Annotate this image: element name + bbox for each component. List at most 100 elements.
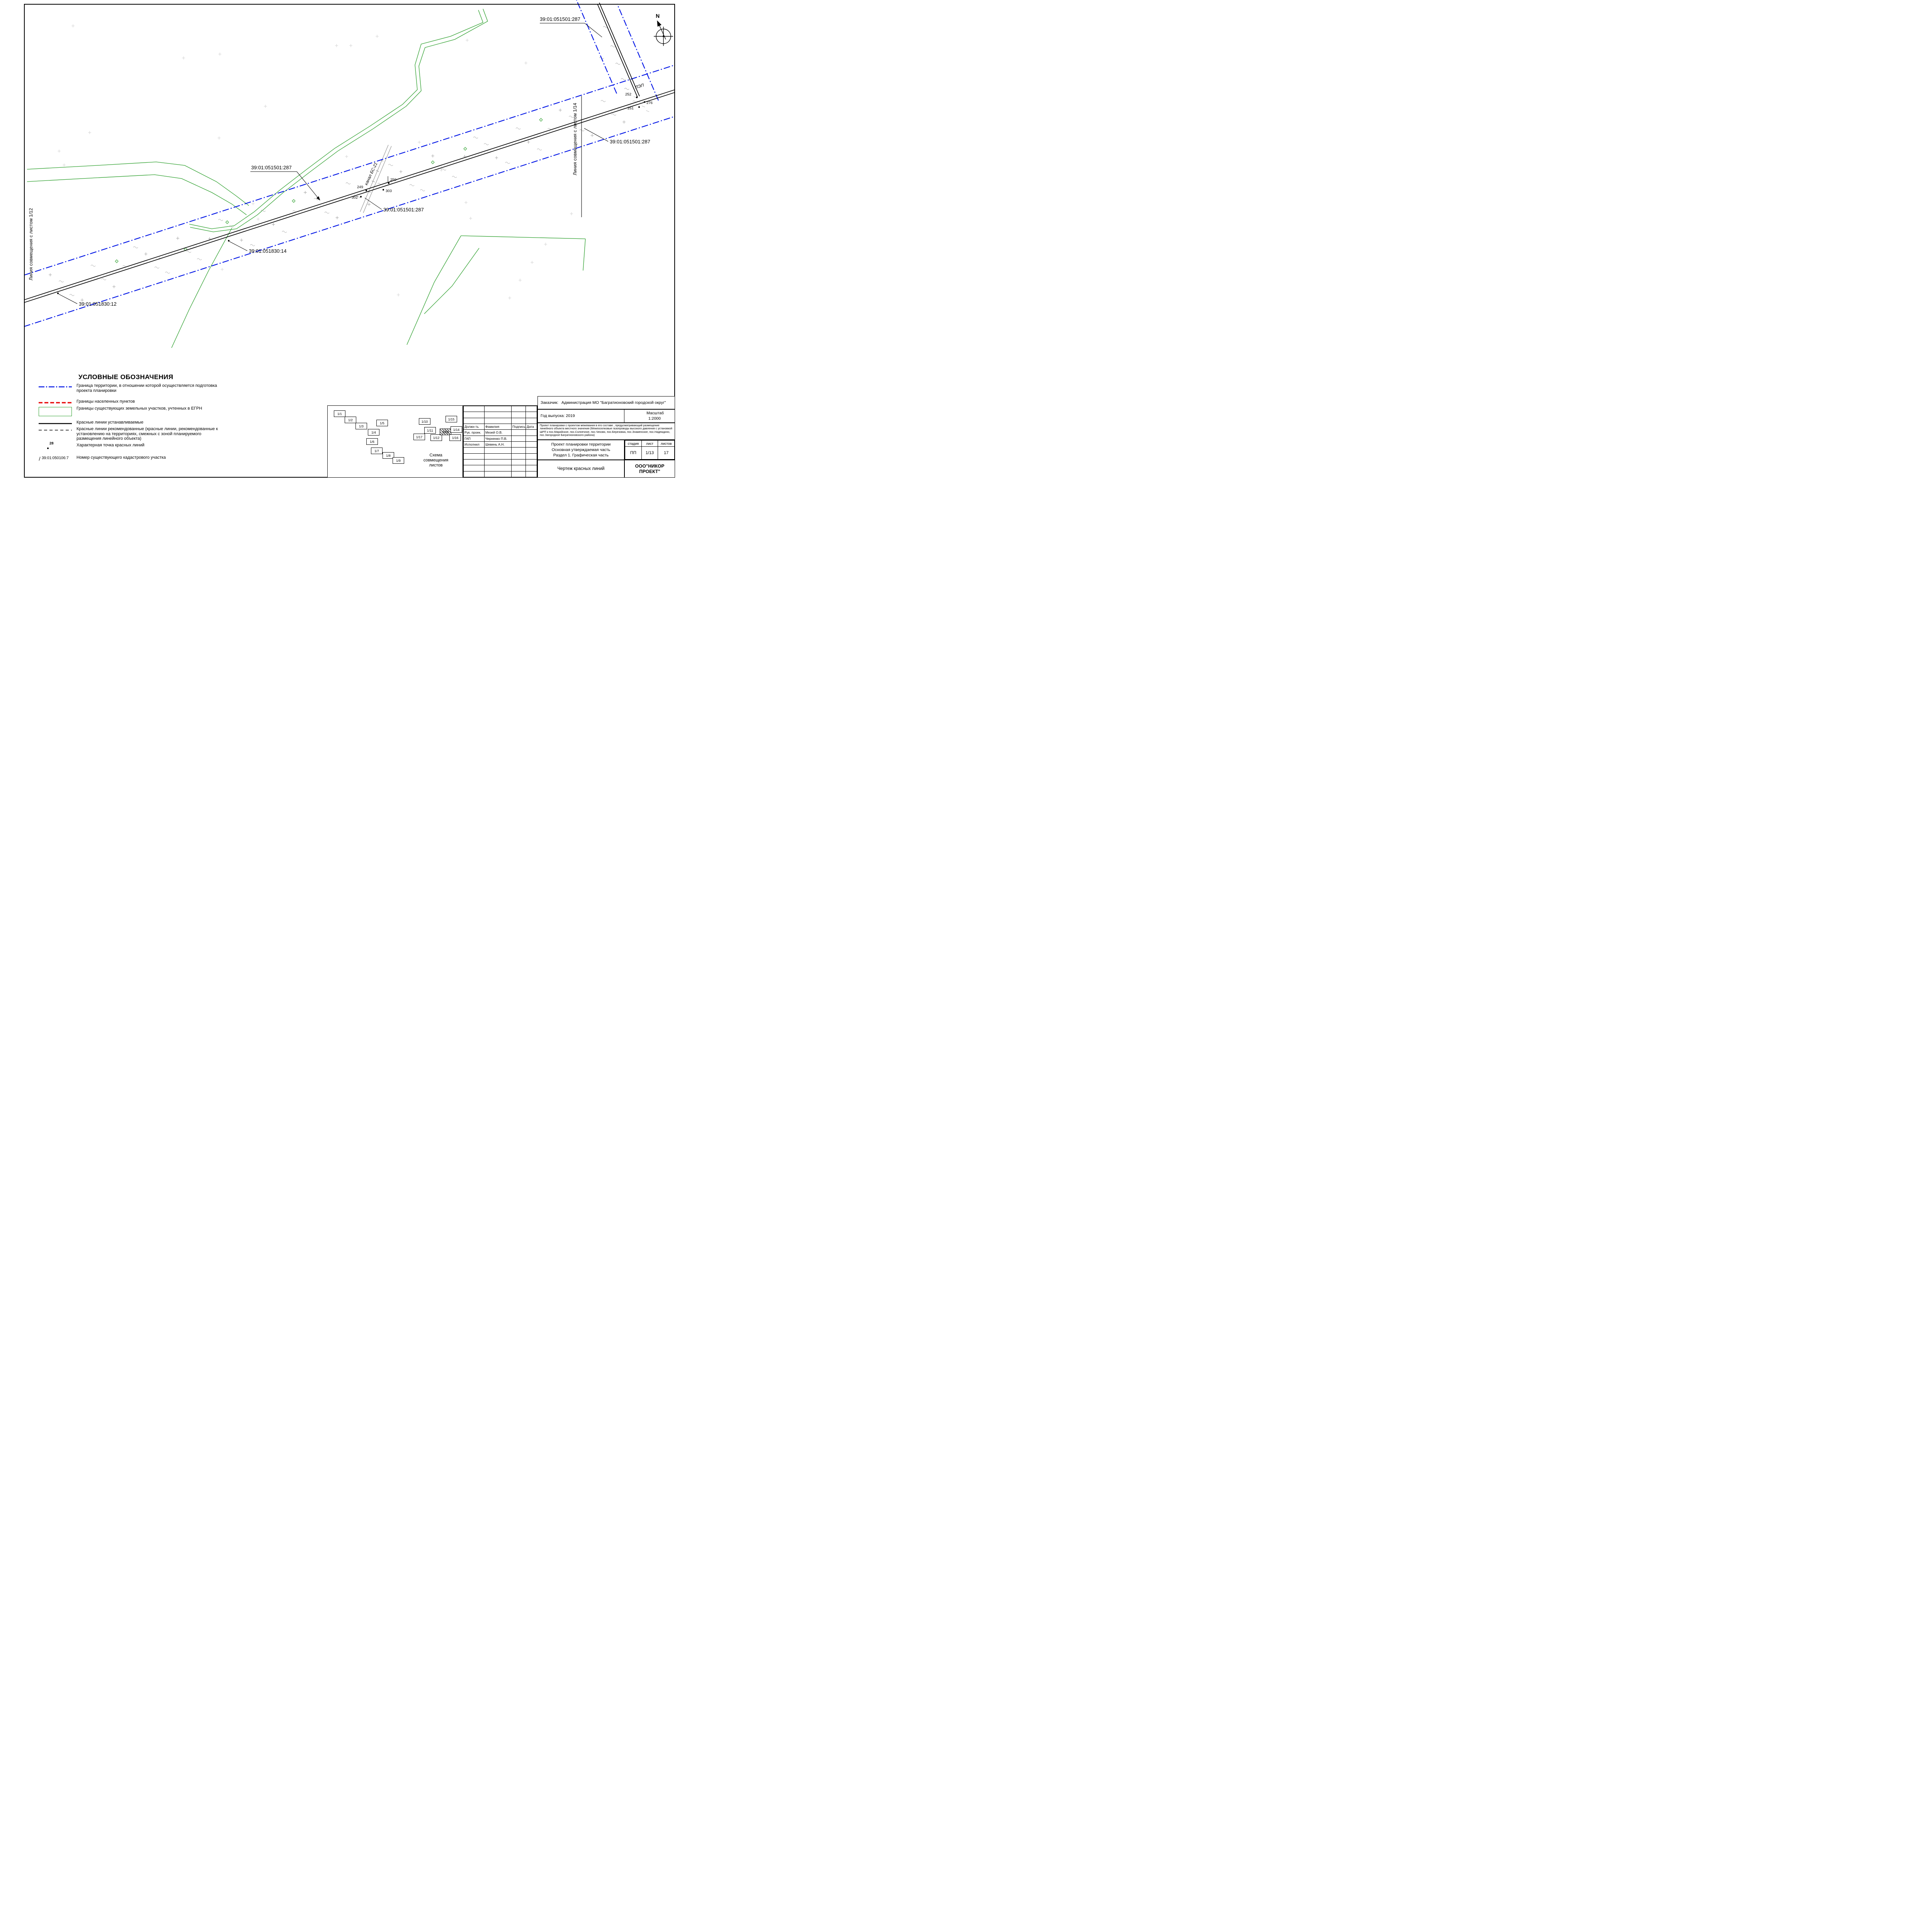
- stage-value-row: ПП 1/13 17: [625, 446, 675, 460]
- scheme-sheet-1-1: 1/1: [334, 410, 345, 417]
- legend-item-settlement-boundary: Границы населенных пунктов: [39, 399, 221, 407]
- staff-empty-row: [463, 465, 537, 471]
- project-description: Проект планировки с проектом межевания в…: [537, 423, 675, 440]
- legend-item-label: Характерная точка красных линий: [77, 443, 145, 448]
- green-parcel-rect-icon: [39, 406, 77, 416]
- point-label-276: 276: [646, 101, 653, 105]
- legend-item-cadastral-number: 39:01:050106:7 Номер существующего кадас…: [39, 455, 221, 461]
- scheme-sheet-1-8: 1/8: [383, 452, 394, 459]
- staff-header-date: Дата: [526, 423, 537, 430]
- cadastral-number-sample: 39:01:050106:7: [42, 456, 69, 460]
- scale-box: [624, 410, 675, 422]
- scheme-sheet-1-17: 1/17: [413, 434, 425, 440]
- sheet-header: лист: [641, 440, 658, 447]
- year-text: Год выпуска: 2019: [541, 414, 575, 418]
- year-label: Год выпуска:: [541, 414, 565, 418]
- scheme-sheet-1-11: 1/11: [424, 427, 436, 434]
- point-label-303: 303: [386, 189, 392, 193]
- scheme-sheet-1-2: 1/2: [345, 417, 356, 423]
- scheme-sheet-1-9: 1/9: [393, 457, 404, 464]
- point-dot-icon: [47, 448, 49, 449]
- sheets-header: листов: [658, 440, 675, 447]
- map-labels: 39:01:051501:287 39:01:051501:287 39:01:…: [28, 16, 653, 307]
- staff-header-name: Фамилия: [484, 423, 512, 430]
- drawing-sheet: 39:01:051501:287 39:01:051501:287 39:01:…: [0, 0, 678, 480]
- cadastral-number-icon: 39:01:050106:7: [39, 455, 77, 461]
- customer-row: Заказчик: Администрация МО "Багратионовс…: [537, 396, 675, 409]
- scale-label: Масштаб: [646, 411, 664, 415]
- black-solid-line-icon: [39, 420, 77, 428]
- staff-name: Шевень А.Н.: [484, 441, 512, 448]
- customer-label: Заказчик:: [541, 400, 559, 405]
- leader-lines: [58, 23, 609, 304]
- legend-item-red-lines-recommended: Красные линии рекомендованные (красные л…: [39, 427, 221, 441]
- power-line-label: ЛЭП: [634, 83, 645, 90]
- branch-terrain-marks: [599, 26, 650, 112]
- staff-row: Рук. проек. Мезей О.В.: [463, 429, 537, 436]
- staff-row: Исполнил Шевень А.Н.: [463, 441, 537, 448]
- black-dashed-line-icon: [39, 427, 77, 435]
- scheme-sheet-1-10: 1/10: [419, 418, 430, 425]
- blue-dashdot-line-icon: [39, 383, 77, 391]
- terrain-marks: [49, 24, 638, 302]
- scheme-caption: Схема совмещения листов: [423, 453, 449, 468]
- legend-item-label: Границы существующих земельных участков,…: [77, 406, 202, 411]
- vegetation-marks: [115, 118, 543, 263]
- staff-empty-row: [463, 405, 537, 412]
- staff-table-grid: Должн-ть Фамилия Подпись Дата Рук. проек…: [463, 405, 537, 478]
- scheme-sheet-1-14: 1/14: [451, 426, 462, 433]
- sheets-total: 17: [658, 446, 675, 460]
- scheme-sheet-1-13-current: 1/13: [440, 429, 451, 435]
- parcel-label-287-right: 39:01:051501:287: [610, 139, 650, 145]
- scheme-sheet-1-5: 1/5: [376, 420, 388, 426]
- stage-header-row: стадия лист листов: [625, 440, 675, 447]
- parcel-label-051830-14: 39:01:051830:14: [249, 248, 287, 254]
- parcel-label-287-top: 39:01:051501:287: [540, 16, 580, 22]
- canal-lines: [360, 145, 392, 213]
- staff-empty-row: [463, 447, 537, 454]
- stage-table: стадия лист листов ПП 1/13 17: [624, 440, 675, 460]
- point-label-250: 250: [390, 178, 396, 182]
- staff-name: Черненко П.В.: [484, 435, 512, 442]
- legend-item-characteristic-point: 28 Характерная точка красных линий: [39, 441, 221, 451]
- scheme-sheet-1-15: 1/15: [446, 416, 457, 422]
- scheme-sheet-1-3: 1/3: [355, 423, 367, 429]
- stage-header: стадия: [625, 440, 642, 447]
- scheme-sheet-1-16: 1/16: [449, 434, 461, 441]
- staff-header-row: Должн-ть Фамилия Подпись Дата: [463, 423, 537, 430]
- staff-role: Рук. проек.: [463, 429, 485, 436]
- red-lines: [24, 2, 675, 303]
- scale-value: 1:2000: [648, 416, 661, 421]
- stage-value: ПП: [625, 446, 642, 460]
- scheme-sheet-1-12: 1/12: [430, 434, 442, 441]
- planning-boundary-lines: [24, 0, 675, 327]
- sheet-number: 1/13: [641, 446, 658, 460]
- customer-value: Администрация МО "Багратионовский городс…: [561, 400, 666, 405]
- parcel-boundary-lines: [27, 9, 586, 348]
- staff-empty-row: [463, 471, 537, 478]
- legend-item-label: Границы населенных пунктов: [77, 399, 135, 404]
- parcel-label-051830-12: 39:01:051830:12: [79, 301, 117, 307]
- sheet-scheme: 1/1 1/2 1/3 1/4 1/5 1/6 1/7 1/8 1/9 1/10…: [327, 405, 463, 478]
- staff-empty-row: [463, 412, 537, 418]
- parcel-label-287-mid: 39:01:051501:287: [251, 165, 292, 170]
- company-name: ООО"НИКОР ПРОЕКТ": [624, 460, 675, 478]
- staff-empty-row: [463, 459, 537, 466]
- project-title: Проект планировки территории Основная ут…: [537, 440, 624, 460]
- legend-item-red-lines-set: Красные линии устанавливаемые: [39, 420, 221, 428]
- scheme-sheet-1-4: 1/4: [368, 429, 379, 436]
- legend-item-label: Граница территории, в отношении которой …: [77, 383, 217, 393]
- staff-header-signature: Подпись: [511, 423, 526, 430]
- staff-empty-row: [463, 453, 537, 460]
- north-arrow: N: [654, 13, 673, 46]
- project-title-line1: Проект планировки территории: [551, 442, 611, 447]
- legend-item-existing-parcels: Границы существующих земельных участков,…: [39, 406, 221, 416]
- match-line-label-right: Линия совмещения с листом 1/14: [572, 103, 578, 175]
- parcel-label-287-center: 39:01:051501:287: [383, 207, 424, 213]
- point-label-251: 251: [628, 106, 634, 111]
- staff-header-role: Должн-ть: [463, 423, 485, 430]
- legend-item-label: Номер существующего кадастрового участка: [77, 455, 166, 460]
- scheme-sheet-1-7: 1/7: [371, 448, 383, 454]
- point-label-252: 252: [625, 92, 631, 97]
- point-markers: [57, 96, 646, 294]
